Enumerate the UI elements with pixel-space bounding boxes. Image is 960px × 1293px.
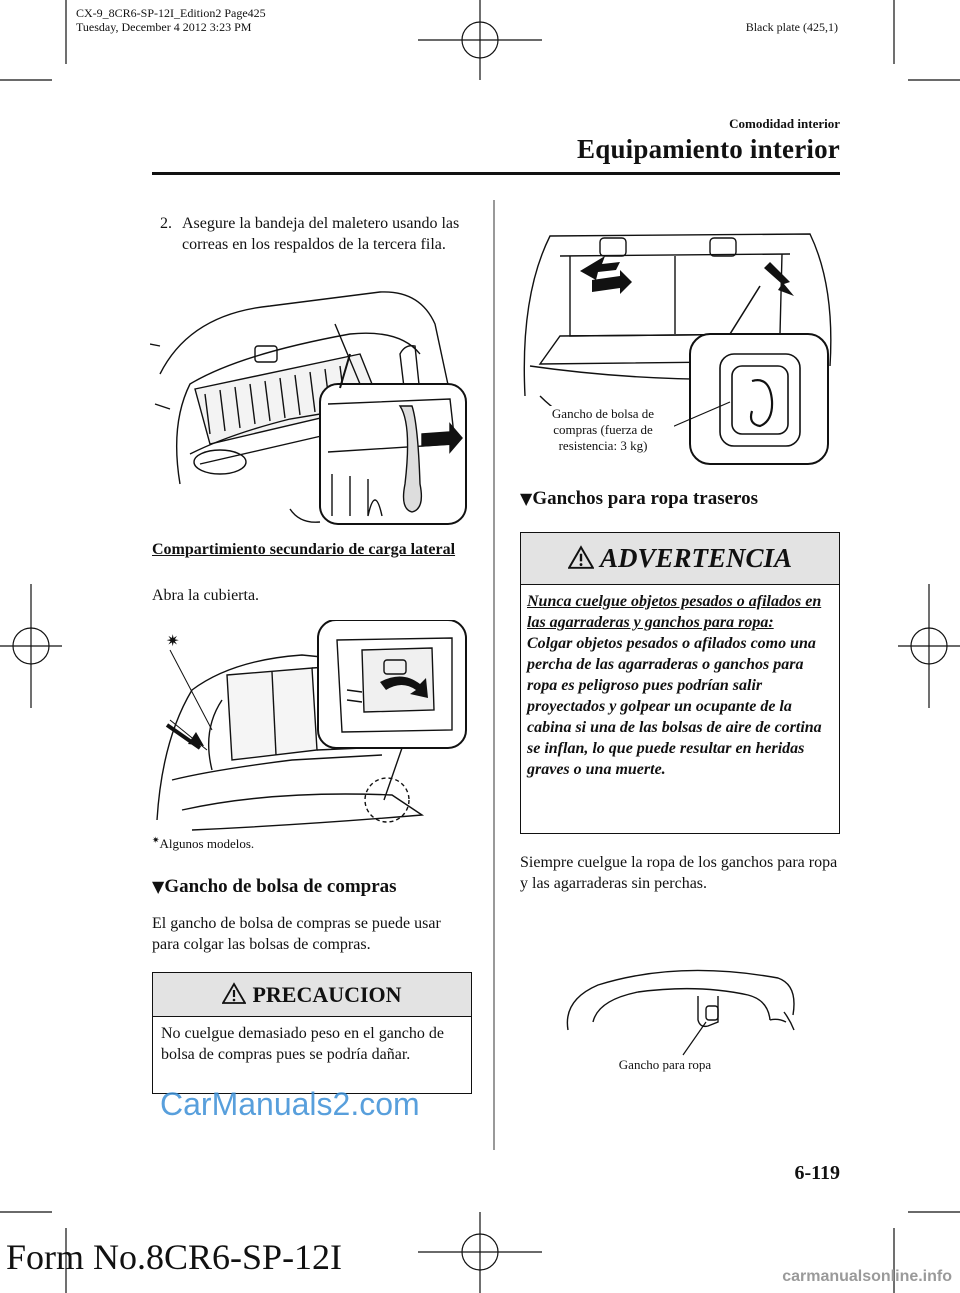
date-line: Tuesday, December 4 2012 3:23 PM bbox=[76, 20, 252, 34]
warning-header: ADVERTENCIA bbox=[521, 533, 839, 585]
warning-text: Nunca cuelgue objetos pesados o afilados… bbox=[521, 585, 839, 780]
warning-lead: Nunca cuelgue objetos pesados o afilados… bbox=[527, 593, 822, 631]
warning-triangle-icon bbox=[222, 982, 247, 1004]
caution-header: PRECAUCION bbox=[153, 973, 471, 1017]
section-label: Comodidad interior bbox=[729, 116, 840, 131]
warning-triangle-icon bbox=[567, 545, 594, 569]
cargo-hook-caption: Gancho de bolsa de compras (fuerza de re… bbox=[532, 406, 674, 454]
footnote-marker-in-figure: ✷ bbox=[166, 631, 179, 650]
shopping-hook-text: El gancho de bolsa de compras se puede u… bbox=[152, 915, 441, 953]
watermark-carmanuals2[interactable]: CarManuals2.com bbox=[160, 1086, 420, 1122]
side-compartment-heading: Compartimiento secundario de carga later… bbox=[152, 541, 456, 558]
plate-label: Black plate (425,1) bbox=[745, 20, 838, 34]
trunk-tray-illustration bbox=[150, 291, 467, 525]
warning-box: ADVERTENCIA Nunca cuelgue objetos pesado… bbox=[520, 532, 840, 834]
open-cover-text: Abra la cubierta. bbox=[152, 587, 260, 604]
page-title: Equipamiento interior bbox=[577, 134, 840, 164]
caution-text: No cuelgue demasiado peso en el gancho d… bbox=[161, 1025, 445, 1063]
clothes-hook-caption: Gancho para ropa bbox=[600, 1057, 730, 1073]
clothes-hook-heading: ▼Ganchos para ropa traseros bbox=[520, 488, 759, 509]
step-number: 2. bbox=[160, 215, 172, 232]
caution-box: PRECAUCION No cuelgue demasiado peso en … bbox=[152, 972, 472, 1094]
clothes-hook-illustration bbox=[566, 969, 795, 1056]
warning-body: Colgar objetos pesados o afilados como u… bbox=[527, 635, 822, 778]
file-line: CX-9_8CR6-SP-12I_Edition2 Page425 bbox=[76, 6, 266, 20]
footnote-marker: ✷ bbox=[152, 836, 160, 846]
page-number: 6-119 bbox=[794, 1162, 840, 1184]
title-rule bbox=[152, 172, 840, 175]
watermark-carmanualsonline[interactable]: carmanualsonline.info bbox=[782, 1268, 952, 1285]
shopping-hook-heading: ▼Gancho de bolsa de compras bbox=[152, 876, 397, 897]
footnote: ✷Algunos modelos. bbox=[152, 836, 255, 851]
clothes-hook-text: Siempre cuelgue la ropa de los ganchos p… bbox=[520, 854, 838, 892]
print-meta: CX-9_8CR6-SP-12I_Edition2 Page425 Tuesda… bbox=[76, 6, 266, 34]
side-compartment-illustration: ✷ bbox=[156, 620, 467, 831]
step-2: 2. Asegure la bandeja del maletero usand… bbox=[160, 213, 470, 255]
form-number: Form No.8CR6-SP-12I bbox=[6, 1237, 343, 1277]
step-text: Asegure la bandeja del maletero usando l… bbox=[182, 215, 460, 253]
